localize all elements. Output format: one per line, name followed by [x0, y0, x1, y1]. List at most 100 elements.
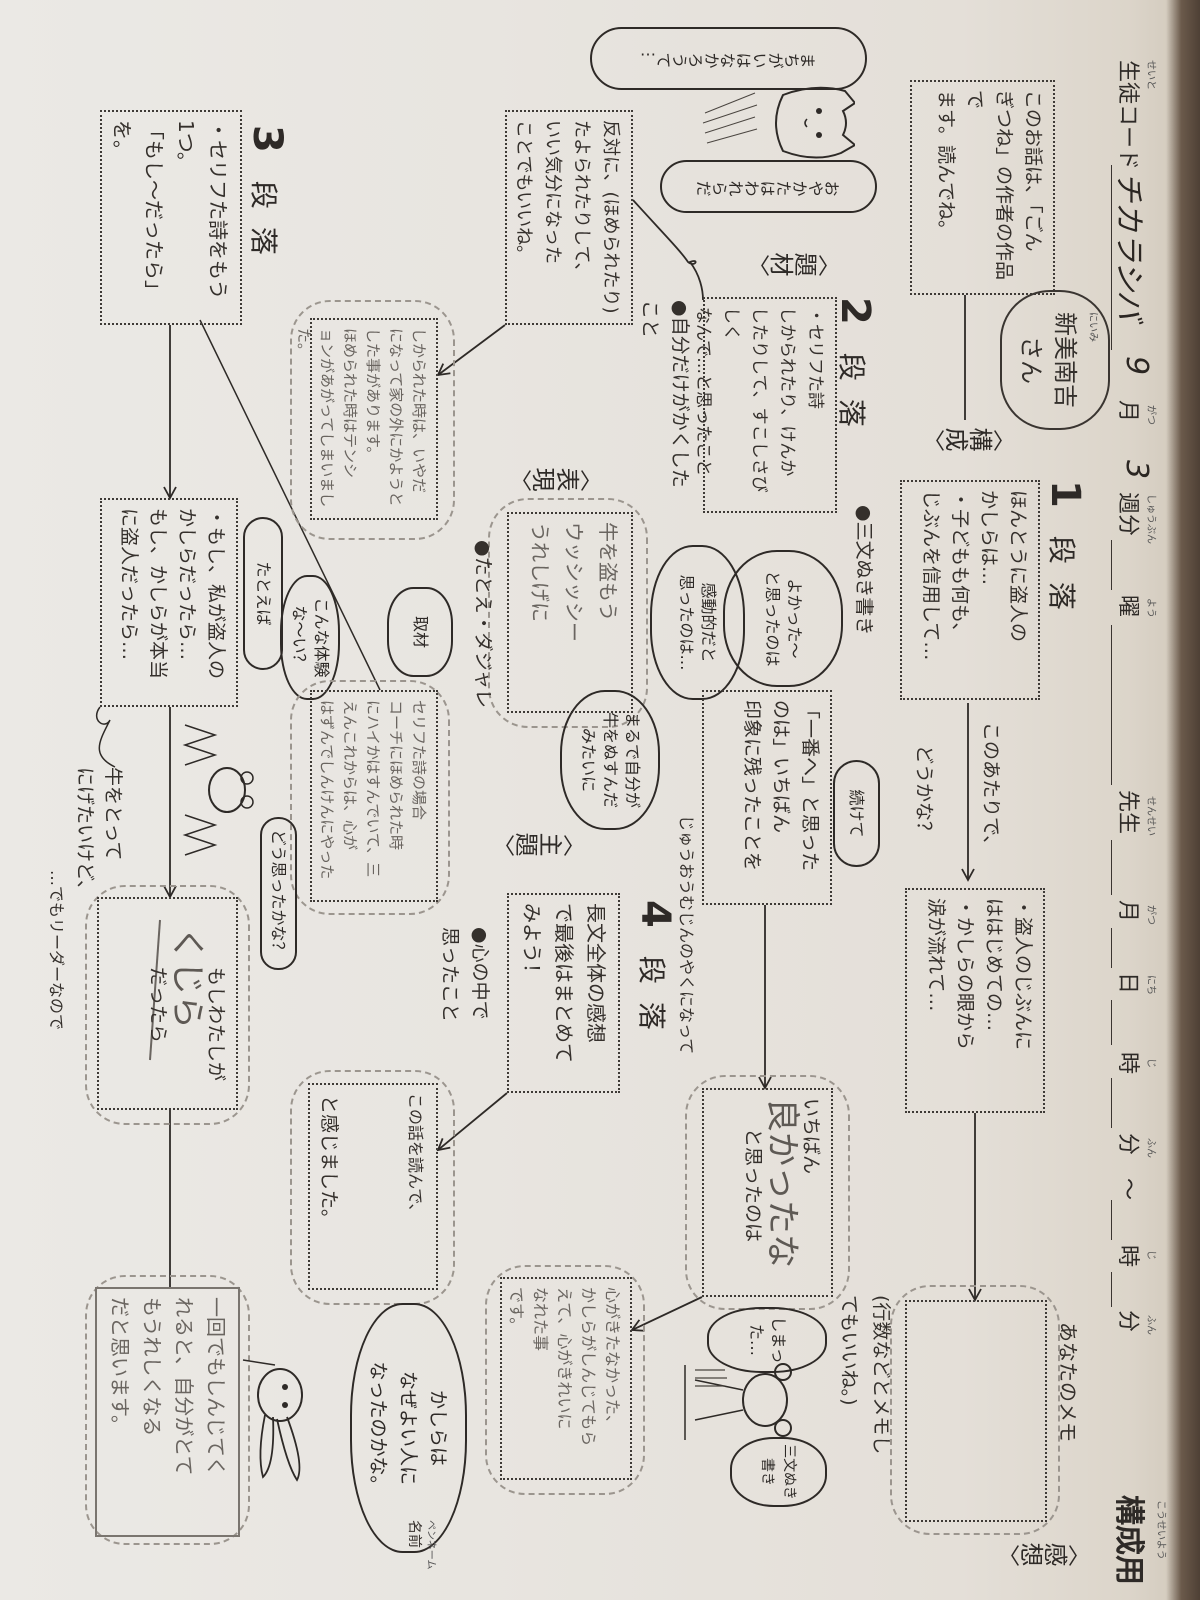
- result-big: 良かったな: [762, 1098, 802, 1268]
- para4-box: 長文全体の感想で最後はまとめてみよう！: [507, 893, 620, 1093]
- text-line: ぎつね」の作者の作品で: [964, 90, 1015, 281]
- text-line: だと思います。: [108, 1297, 132, 1435]
- text-line: ウッシッシー: [562, 522, 586, 642]
- text-line: うれしげに: [528, 522, 552, 622]
- week-value[interactable]: 3: [1119, 460, 1154, 480]
- para3-title: 段落: [247, 180, 280, 273]
- bubble-think: どう思ったかな？: [260, 817, 297, 970]
- date-month-label: 月: [1115, 900, 1140, 923]
- text-line: じぶんを信用して…: [920, 490, 942, 661]
- para2-hint-box: 反対に、(ほめられたり)たよられたりして、いい気分になったことでもいいね。: [505, 110, 633, 325]
- teacher-underline: [1111, 625, 1112, 785]
- text-line: ほんとうに盗人の: [1007, 490, 1029, 643]
- arrow-note-top: このあたりで、: [980, 722, 1002, 855]
- arrow-note-bottom: どうかな？: [913, 745, 935, 841]
- impression-box: 心がきたなかった、かしらがしんじてもらえて、心がきれいになれた事です。: [500, 1277, 632, 1480]
- para2-note: ●自分だけがかくしたこと: [635, 300, 695, 488]
- teacher-label: 先生: [1115, 790, 1140, 835]
- hour2-label: 時: [1115, 1245, 1140, 1268]
- month-value[interactable]: 9: [1119, 356, 1154, 376]
- text-line: えんこれからは、心が: [341, 700, 359, 851]
- text-line: ョンがあがってしまいました。: [295, 328, 336, 508]
- hour1-label: 時: [1115, 1052, 1140, 1075]
- text-line: ことでもいいね。: [513, 120, 534, 264]
- text-line: ははじめての…: [983, 898, 1005, 1032]
- curve-if-to-cow: [95, 706, 116, 768]
- para2-number: 2: [832, 297, 878, 343]
- student-code-value[interactable]: チカラシバ: [1111, 172, 1146, 321]
- date-day-ruby: にち: [1145, 975, 1156, 995]
- min1-underline: [1111, 1078, 1112, 1128]
- bubble-interview: 取材: [387, 587, 453, 677]
- bubble-continue: 続けて: [833, 760, 880, 867]
- text-line: で最後はまとめて: [552, 903, 576, 1063]
- text-line: のは」いちばん: [770, 700, 792, 834]
- text-line: いい気分になった: [542, 120, 563, 264]
- date-month-ruby: がつ: [1145, 905, 1156, 925]
- para3-heading: 3 段落: [244, 125, 290, 273]
- text-line: しかられたり、けんか: [777, 307, 797, 477]
- text-line: まるで自分が: [623, 711, 642, 808]
- bubble-example: たとえば: [243, 517, 283, 670]
- text-line: かしらがしんじてもら: [579, 1287, 598, 1447]
- author-cloud: にいみ 新美南吉さん: [1000, 290, 1110, 430]
- text-line: ・もし、私が盗人の: [205, 508, 227, 680]
- text-line: なったのかな。: [367, 1361, 390, 1495]
- case-box: セリフた詩の場合コーチにほめられた時にハイかはすんでいて、三えんこれからは、心が…: [310, 690, 438, 902]
- mouse-drawing: [684, 1363, 792, 1440]
- para1-next-box: ・盗人のじぶんにははじめての…・かしらの眼から涙が流れて…: [905, 888, 1045, 1113]
- min1-label: 分: [1115, 1133, 1140, 1156]
- hour2-ruby: じ: [1145, 1250, 1156, 1260]
- text-line: みよう！: [520, 903, 544, 983]
- para3-number: 3: [244, 125, 290, 171]
- conclusion-box: この話を読んで、 と感じました。: [308, 1083, 438, 1290]
- text-line: 「一番へ」と思った: [799, 700, 821, 872]
- arrow-hint-to-answer: [436, 324, 506, 377]
- line-para3-to-case: [199, 319, 381, 691]
- weekday-label: 曜: [1115, 595, 1140, 618]
- text-line: もし、かしらが本当: [147, 508, 169, 680]
- tilde: ～: [1115, 1178, 1140, 1201]
- text-line: です。: [507, 1287, 526, 1334]
- best-result-box: いちばん 良かったな と思ったのは: [702, 1088, 833, 1297]
- para2-answer-box: しかられた時は、いやだになって家の外にかようとした事があります。ほめられた時はテ…: [295, 318, 438, 520]
- rabbit-drawing: [242, 1359, 303, 1482]
- text-line: にハイかはすんでいて、三: [364, 700, 382, 878]
- final-box: 一回でもしんじてくれると、自分がとてもうれしくなるだと思います。: [95, 1287, 240, 1537]
- date-day-underline: [1111, 928, 1112, 968]
- text-line: に盗人だったら…: [118, 508, 140, 661]
- memo-hint: (行数などとメモしてもいいね。): [833, 1295, 897, 1454]
- text-line: と思ったのは: [763, 570, 782, 667]
- text-line: コーチにほめられた時: [387, 700, 405, 851]
- title-ruby: こうせいよう: [1155, 1500, 1166, 1560]
- text-line: 「もし〜だったら」を。: [110, 120, 166, 300]
- arrow-result-to-impression: [630, 1296, 703, 1332]
- text-line: もうれしくなる: [140, 1297, 164, 1437]
- whale-big[interactable]: くじら: [167, 927, 207, 1029]
- text-line: こと: [639, 300, 661, 339]
- label-theme: 主題: [493, 825, 585, 860]
- text-line: よかった〜: [785, 578, 804, 659]
- text-line: (行数などとメモし: [870, 1295, 892, 1455]
- page-title: 構成用: [1111, 1495, 1146, 1585]
- text-line: 牛をぬすんだ: [601, 711, 620, 808]
- cat-drawing: [702, 86, 855, 159]
- memo-box[interactable]: [905, 1300, 1047, 1522]
- bubble-self: まるで自分が牛をぬすんだみたいに: [560, 690, 660, 830]
- text-line: かしらだったら…: [176, 508, 198, 661]
- text-line: みたいに: [579, 727, 598, 792]
- min2-underline: [1111, 1272, 1112, 1307]
- month-ruby: がつ: [1145, 405, 1156, 425]
- date-day-label: 日: [1115, 972, 1140, 995]
- para2-box: ・セリフた詩しかられたり、けんかしたりして、すこしさびしくなんで…と思ったこと: [693, 297, 837, 513]
- conclusion-top: この話を読んで、: [406, 1093, 425, 1220]
- para1-heading: 1段落: [1042, 480, 1088, 628]
- text-line: にげたいけど、: [74, 767, 96, 900]
- label-structure: 構成: [923, 420, 1015, 455]
- text-line: れると、自分がとて: [172, 1297, 196, 1476]
- student-code-underline: [1111, 165, 1112, 350]
- bubble-question: かしらはなぜよい人になったのかな。: [350, 1303, 467, 1553]
- text-line: ●自分だけがかくした: [669, 300, 691, 488]
- month-label: 月: [1115, 400, 1140, 423]
- expression-note: ●たとえ・ダジャレ: [472, 540, 494, 709]
